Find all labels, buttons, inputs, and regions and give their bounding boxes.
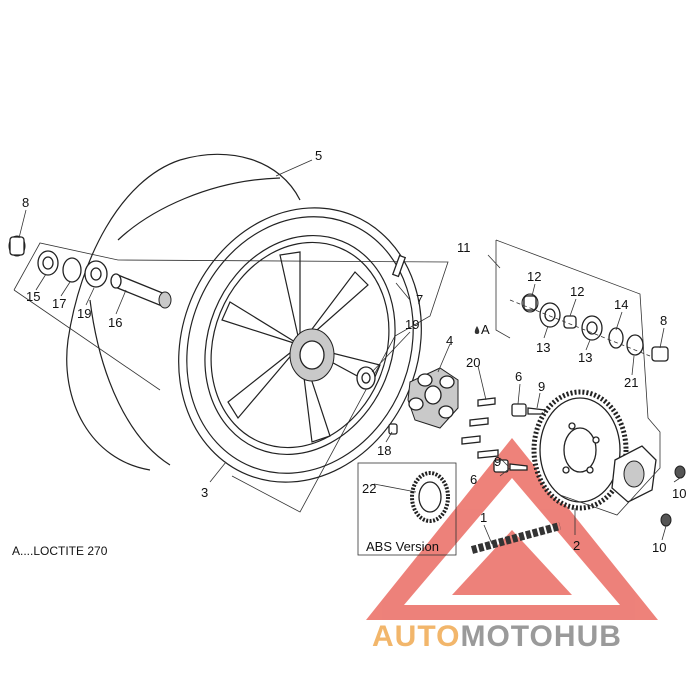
loctite-drop-icon [474, 326, 480, 334]
callout-14: 14 [614, 297, 628, 312]
callout-19-left: 19 [77, 306, 91, 321]
callout-18: 18 [377, 443, 391, 458]
cush-drive-hub [407, 367, 459, 429]
callout-4: 4 [446, 333, 453, 348]
callout-15: 15 [26, 289, 40, 304]
leader-lines [18, 159, 681, 545]
drive-chain [470, 522, 562, 554]
callout-21: 21 [624, 375, 638, 390]
callout-17: 17 [52, 296, 66, 311]
left-axle-parts [8, 235, 376, 390]
rear-sprocket [531, 389, 629, 511]
callout-13-left: 13 [536, 340, 550, 355]
callout-6-upper: 6 [515, 369, 522, 384]
callout-11: 11 [457, 240, 471, 255]
watermark-hub: HUB [554, 620, 622, 653]
callout-2: 2 [573, 538, 580, 553]
callout-22: 22 [362, 481, 376, 496]
callout-12-left: 12 [527, 269, 541, 284]
callout-labels: 1 2 3 4 5 6 6 7 8 8 9 9 10 10 11 12 12 1… [22, 148, 686, 555]
right-group-outline [495, 239, 661, 516]
callout-3: 3 [201, 485, 208, 500]
callout-6-lower: 6 [470, 472, 477, 487]
tyre [66, 153, 301, 471]
watermark-triangle [366, 438, 658, 620]
callout-9-lower: 9 [494, 454, 501, 469]
callout-7: 7 [416, 292, 423, 307]
callout-12-right: 12 [570, 284, 584, 299]
callout-10-upper: 10 [672, 486, 686, 501]
callout-20: 20 [466, 355, 480, 370]
wheel-rim [178, 207, 422, 483]
wheel-assembly-outline [13, 242, 449, 513]
callout-5: 5 [315, 148, 322, 163]
watermark-text: AUTOMOTOHUB [372, 620, 622, 653]
watermark-moto: MOTO [460, 620, 553, 653]
abs-version-box [357, 462, 457, 556]
right-bearings [509, 293, 669, 362]
callout-13-right: 13 [578, 350, 592, 365]
callout-10-lower: 10 [652, 540, 666, 555]
callout-8-right: 8 [660, 313, 667, 328]
callout-1: 1 [480, 510, 487, 525]
loctite-note: A....LOCTITE 270 [12, 544, 108, 558]
watermark-auto: AUTO [372, 620, 460, 653]
callout-A: A [481, 322, 490, 337]
abs-version-label: ABS Version [366, 539, 439, 554]
callout-9-upper: 9 [538, 379, 545, 394]
callout-8-left: 8 [22, 195, 29, 210]
sprocket-carrier [611, 445, 686, 527]
callout-16: 16 [108, 315, 122, 330]
callout-19-right: 19 [405, 317, 419, 332]
